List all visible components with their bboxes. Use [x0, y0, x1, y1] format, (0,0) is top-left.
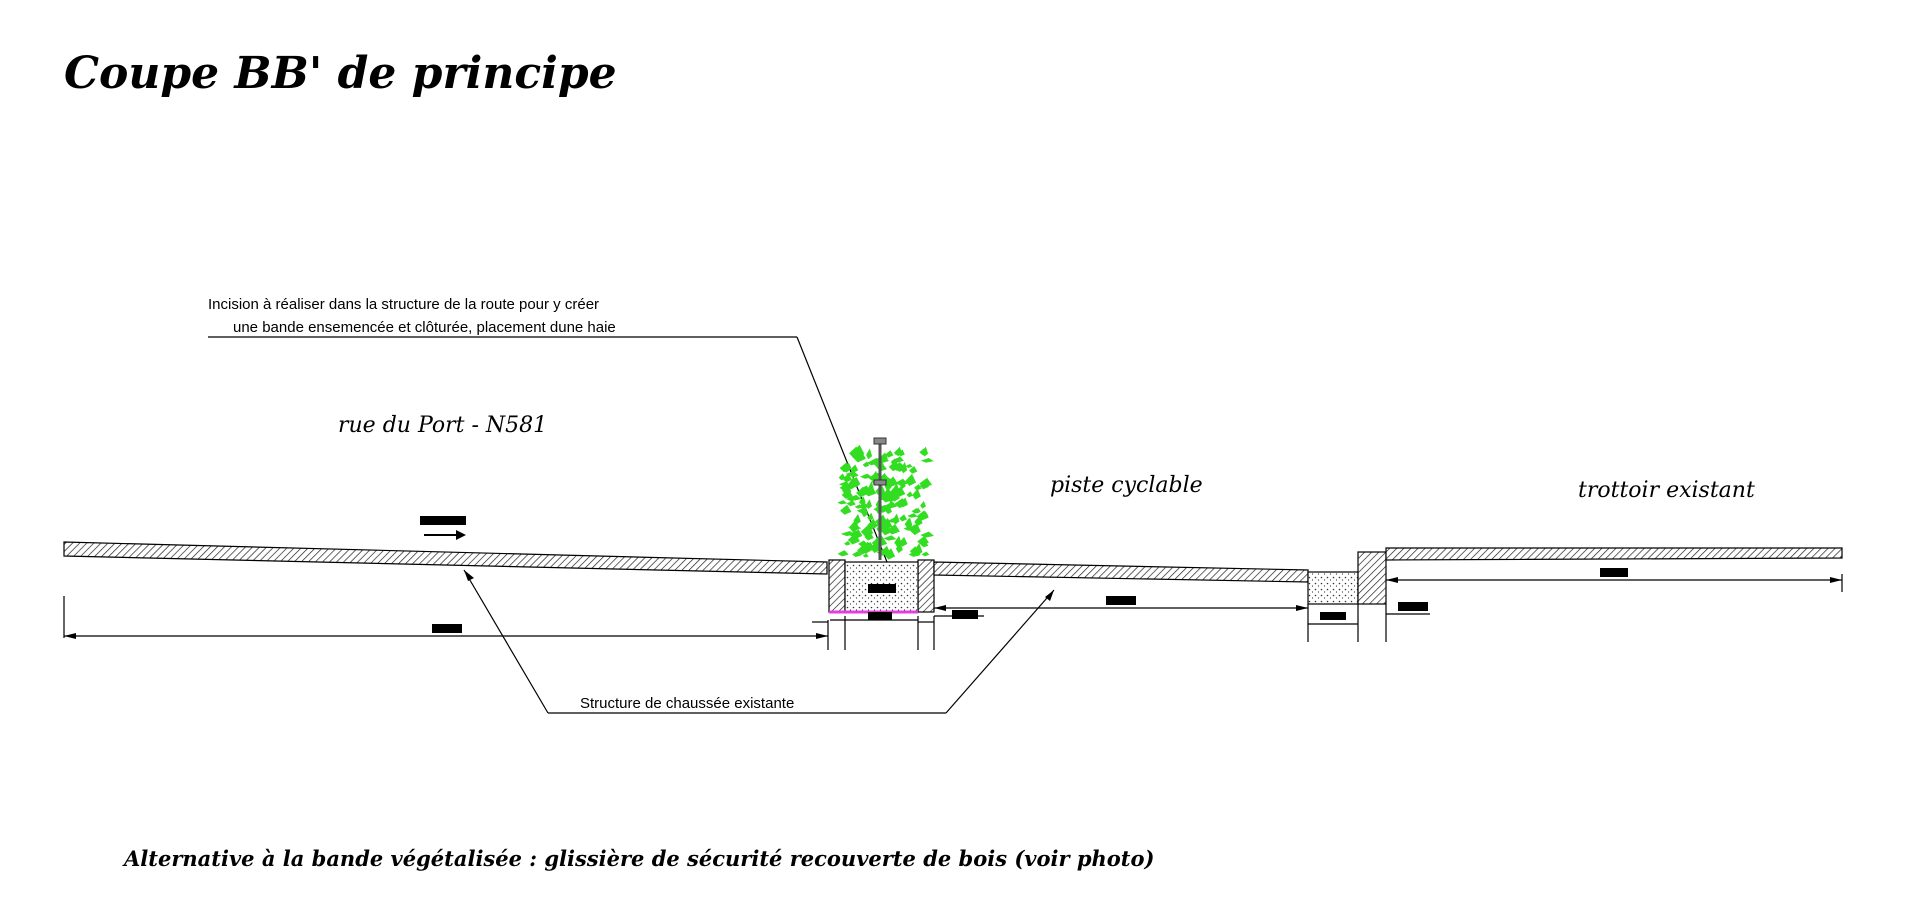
hedge-leaf: [900, 461, 908, 474]
hedge-leaf: [856, 507, 868, 513]
sidewalk-asphalt-layer: [1385, 547, 1843, 561]
hedge-leaf: [837, 500, 848, 505]
hedge-leaf: [840, 504, 852, 515]
hedge-leaf: [849, 519, 860, 533]
dimension-tag: [868, 612, 892, 620]
bike-path-width-dimension: [934, 596, 1308, 611]
hedge-leaf: [892, 513, 900, 525]
hedge-leaf: [866, 448, 873, 460]
hedge-leaf: [919, 477, 932, 488]
road-width-dimension: [63, 596, 829, 650]
hedge-leaf: [891, 490, 905, 496]
hedge-leaf: [837, 550, 849, 557]
hedge-leaf: [887, 524, 901, 535]
strip-width-dimensions: [830, 610, 984, 650]
hedge-leaf: [883, 545, 890, 554]
hedge-leaf: [844, 540, 851, 546]
hedge-leaf: [903, 525, 916, 531]
hedge-leaf: [912, 488, 921, 500]
hedge-leaf: [921, 551, 930, 557]
hedge-leaf: [920, 541, 929, 548]
hedge-leaf: [906, 491, 913, 498]
hedge-leaf: [920, 500, 926, 509]
hedge-leaf: [899, 514, 908, 522]
hedge-leaf: [914, 515, 923, 527]
hedge-icon: [837, 444, 934, 560]
structure-leader-lines: [463, 569, 1055, 714]
hedge-leaf: [885, 450, 894, 458]
hedge-leaf: [881, 488, 894, 500]
hedge-leaf: [845, 471, 859, 477]
hedge-leaf: [846, 496, 859, 502]
hedge-leaf: [913, 484, 922, 491]
incision-note-line1: Incision à réaliser dans la structure de…: [208, 296, 599, 313]
hedge-leaf: [846, 500, 856, 507]
hedge-leaf: [906, 517, 913, 529]
dimension-tag: [868, 584, 896, 593]
gutter-block: [1307, 571, 1359, 605]
hedge-leaf: [905, 463, 913, 468]
curb-width-dimensions: [1307, 602, 1430, 642]
curb-stone: [1357, 551, 1387, 605]
hedge-leaf: [865, 499, 872, 510]
bike-path-label: piste cyclable: [1050, 473, 1203, 498]
traffic-direction-arrow-icon: [420, 516, 466, 540]
hedge-leaf: [867, 512, 874, 521]
hedge-leaf: [864, 531, 874, 541]
footer-note: Alternative à la bande végétalisée : gli…: [122, 846, 1154, 871]
hedge-leaf: [921, 446, 929, 457]
hedge-leaf: [850, 464, 859, 473]
hedge-leaf: [862, 461, 870, 468]
hedge-leaf: [908, 466, 918, 474]
hedge-leaf: [885, 476, 899, 488]
hedge-leaf: [911, 508, 920, 514]
hedge-leaf: [862, 553, 869, 558]
hedge-leaf: [843, 463, 850, 473]
sidewalk-width-dimension: [1386, 568, 1843, 592]
sidewalk-curb: [1307, 551, 1387, 620]
incision-note-line2: une bande ensemencée et clôturée, placem…: [233, 319, 616, 336]
hedge-leaf: [900, 497, 909, 508]
hedge-leaf: [920, 457, 934, 463]
hedge-leaf: [849, 476, 861, 488]
hedge-leaf: [858, 499, 866, 505]
hedge-leaf: [852, 550, 862, 558]
bike-path-asphalt-layer: [933, 561, 1309, 583]
hedge-leaf: [920, 531, 934, 538]
diagram-title: Coupe BB' de principe: [64, 48, 617, 99]
hedge-leaf: [868, 474, 877, 481]
curb-left: [828, 559, 846, 613]
sidewalk-label: trottoir existant: [1578, 478, 1755, 503]
hedge-leaf: [909, 546, 919, 555]
hedge-leaf: [849, 446, 861, 459]
hedge-leaf: [905, 473, 917, 487]
hedge-leaf: [898, 536, 908, 547]
hedge-leaf: [883, 535, 897, 541]
hedge-leaf: [907, 513, 918, 518]
hedge-leaf: [920, 511, 929, 519]
hedge-leaf: [863, 486, 877, 497]
structure-note: Structure de chaussée existante: [580, 695, 794, 712]
curb-right: [917, 559, 935, 613]
hedge-leaf: [885, 501, 898, 509]
dimension-tag: [1320, 612, 1346, 620]
hedge-leaf: [895, 478, 908, 486]
hedge-leaf: [847, 533, 860, 545]
road-label: rue du Port - N581: [338, 413, 547, 438]
road-asphalt-layer: [63, 541, 828, 575]
hedge-leaf: [861, 541, 872, 554]
hedge-leaf: [839, 483, 851, 491]
fence-post-icon: [873, 437, 887, 560]
hedge-leaf: [895, 542, 903, 554]
hedge-leaf: [895, 446, 903, 457]
planting-strip: [828, 559, 935, 620]
hedge-leaf: [867, 518, 878, 530]
